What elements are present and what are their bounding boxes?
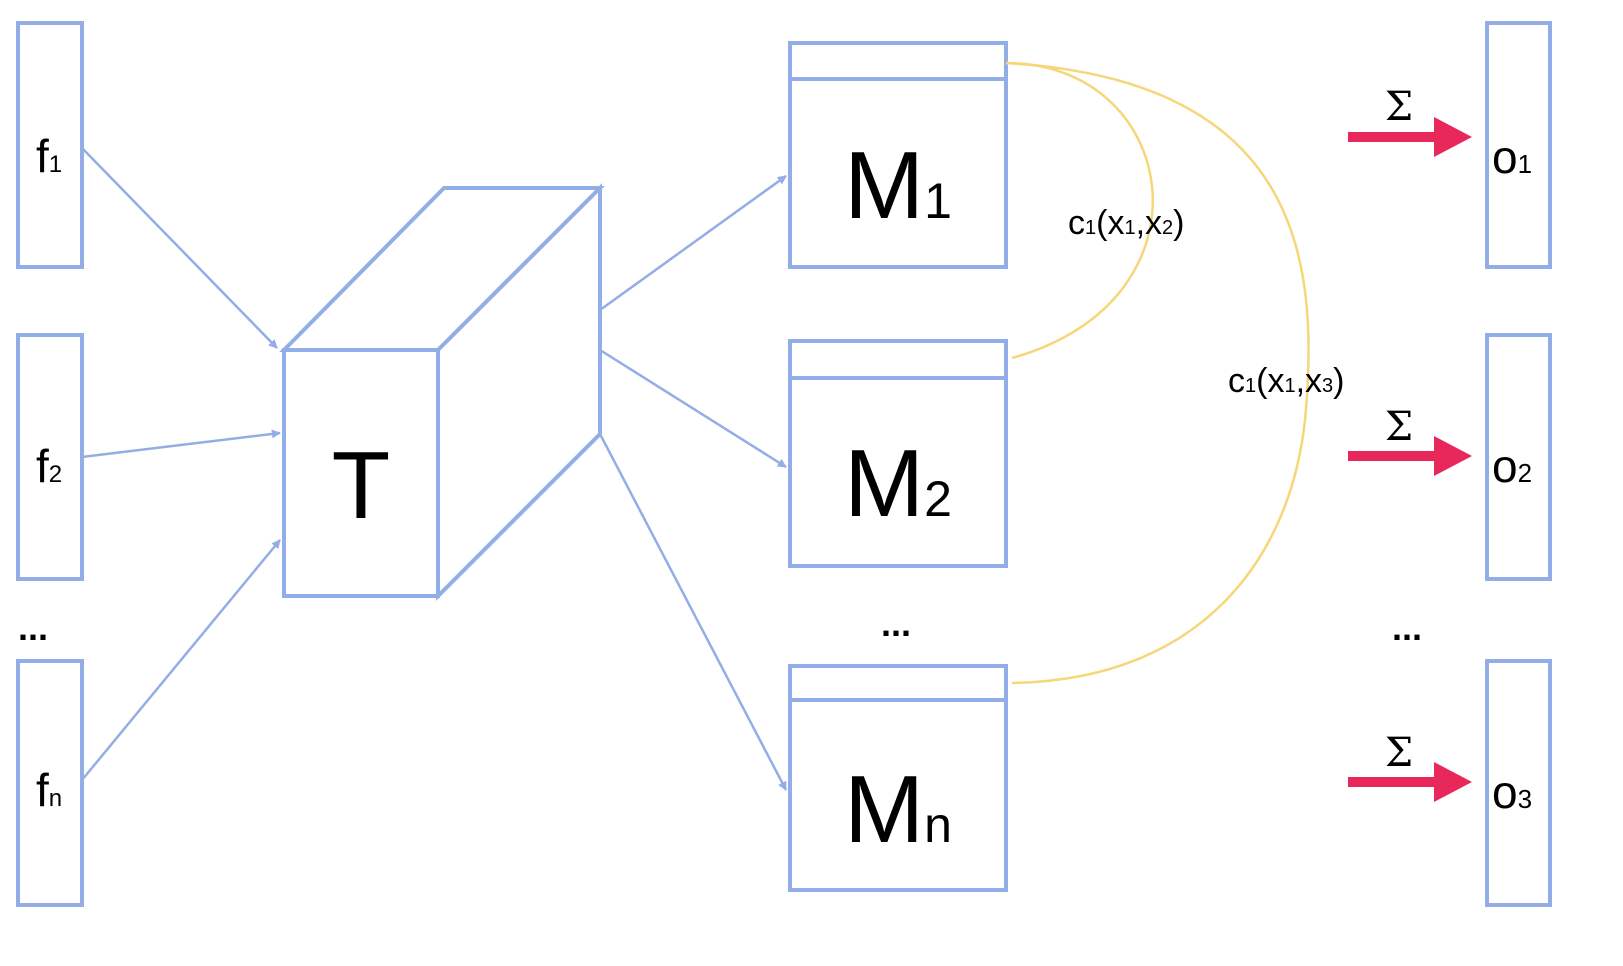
model-box: [788, 664, 1008, 892]
model-label: M1: [844, 132, 952, 239]
output-box: [1485, 333, 1552, 581]
sum-arrow-head: [1434, 117, 1472, 157]
sum-arrow-1: Σ: [1348, 84, 1472, 157]
input-label: f2: [36, 440, 62, 492]
sum-arrow-3: Σ: [1348, 730, 1472, 802]
constraint-curve-m1-mn: [1005, 61, 1310, 685]
arrow-f2-to-t: [81, 429, 281, 459]
model-m1: M1: [788, 41, 1008, 269]
output-o3: o3: [1485, 659, 1552, 907]
input-box: [16, 659, 84, 907]
constraint-curve-m1-m2: [1005, 61, 1154, 360]
model-label: Mn: [844, 756, 952, 863]
model-m2: M2: [788, 339, 1008, 568]
input-label: fn: [36, 764, 62, 816]
sum-arrow-2: Σ: [1348, 404, 1472, 476]
transform-cube: T: [279, 183, 605, 601]
input-f1: f1: [16, 21, 84, 269]
model-label: M2: [844, 430, 952, 537]
sum-symbol: Σ: [1385, 404, 1413, 450]
output-o1: o1: [1485, 21, 1552, 269]
output-label: o2: [1492, 440, 1532, 492]
models-ellipsis: ...: [881, 603, 911, 644]
arrow-f1-to-t: [81, 147, 278, 349]
arrow-t-to-m1: [599, 174, 787, 312]
input-box: [16, 333, 84, 581]
sum-arrow-head: [1434, 762, 1472, 802]
input-box: [16, 21, 84, 269]
constraint-label-2: c1(x1,x3): [1228, 362, 1344, 400]
model-mn: Mn: [788, 664, 1008, 892]
output-box: [1485, 659, 1552, 907]
cube-front-face: [282, 348, 440, 598]
arrow-fn-to-t: [81, 539, 281, 781]
input-fn: fn: [16, 659, 84, 907]
sum-arrow-head: [1434, 436, 1472, 476]
output-label: o1: [1492, 131, 1532, 183]
input-label: f1: [36, 130, 62, 182]
output-label: o3: [1492, 766, 1532, 818]
output-box: [1485, 21, 1552, 269]
constraint-label-1: c1(x1,x2): [1068, 204, 1184, 242]
arrow-t-to-mn: [598, 433, 788, 791]
output-o2: o2: [1485, 333, 1552, 581]
sum-symbol: Σ: [1385, 730, 1413, 776]
input-f2: f2: [16, 333, 84, 581]
transform-label: T: [332, 432, 391, 539]
arrow-t-to-m2: [599, 348, 787, 469]
outputs-ellipsis: ...: [1392, 607, 1422, 648]
inputs-ellipsis: ...: [18, 607, 48, 648]
sum-symbol: Σ: [1385, 84, 1413, 130]
